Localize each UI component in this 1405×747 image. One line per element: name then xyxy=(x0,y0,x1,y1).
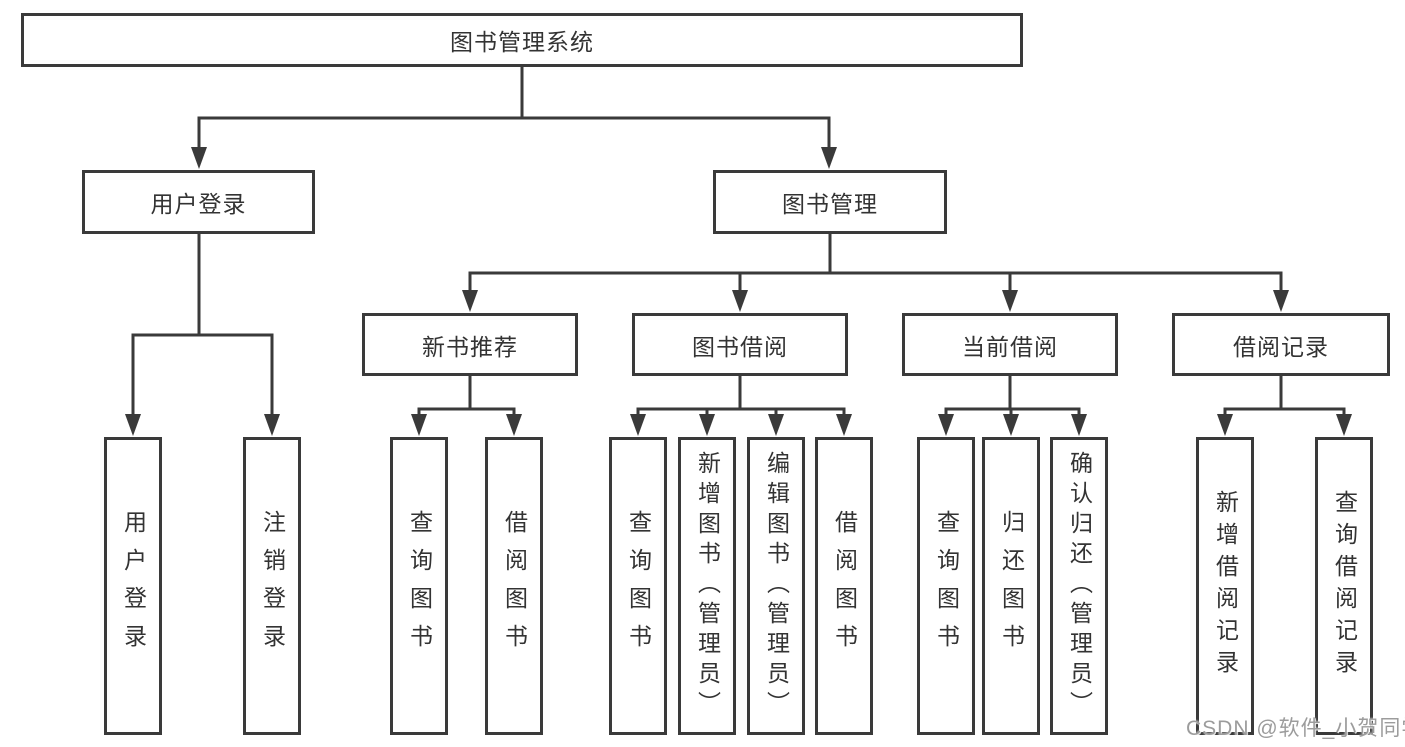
leaf-logout: 注销登录 xyxy=(243,437,301,735)
leaf-newbook-borrow-books: 借阅图书 xyxy=(485,437,543,735)
node-book-management: 图书管理 xyxy=(713,170,947,234)
leaf-borrow-borrow-books: 借阅图书 xyxy=(815,437,873,735)
leaf-borrow-edit-books-admin: 编辑图书（管理员） xyxy=(747,437,805,735)
leaf-borrow-add-books-admin: 新增图书（管理员） xyxy=(678,437,736,735)
leaf-current-query-books: 查询图书 xyxy=(917,437,975,735)
node-borrow-records: 借阅记录 xyxy=(1172,313,1390,376)
node-book-borrow: 图书借阅 xyxy=(632,313,848,376)
leaf-records-query-record: 查询借阅记录 xyxy=(1315,437,1373,735)
leaf-current-confirm-return-admin: 确认归还（管理员） xyxy=(1050,437,1108,735)
leaf-records-add-record: 新增借阅记录 xyxy=(1196,437,1254,735)
leaf-current-return-books: 归还图书 xyxy=(982,437,1040,735)
leaf-user-login: 用户登录 xyxy=(104,437,162,735)
csdn-watermark: CSDN @软件_小贺同学 xyxy=(1186,717,1405,740)
node-new-book-recommend: 新书推荐 xyxy=(362,313,578,376)
node-root: 图书管理系统 xyxy=(21,13,1023,67)
leaf-newbook-query-books: 查询图书 xyxy=(390,437,448,735)
leaf-borrow-query-books: 查询图书 xyxy=(609,437,667,735)
node-user-login: 用户登录 xyxy=(82,170,315,234)
node-current-borrow: 当前借阅 xyxy=(902,313,1118,376)
